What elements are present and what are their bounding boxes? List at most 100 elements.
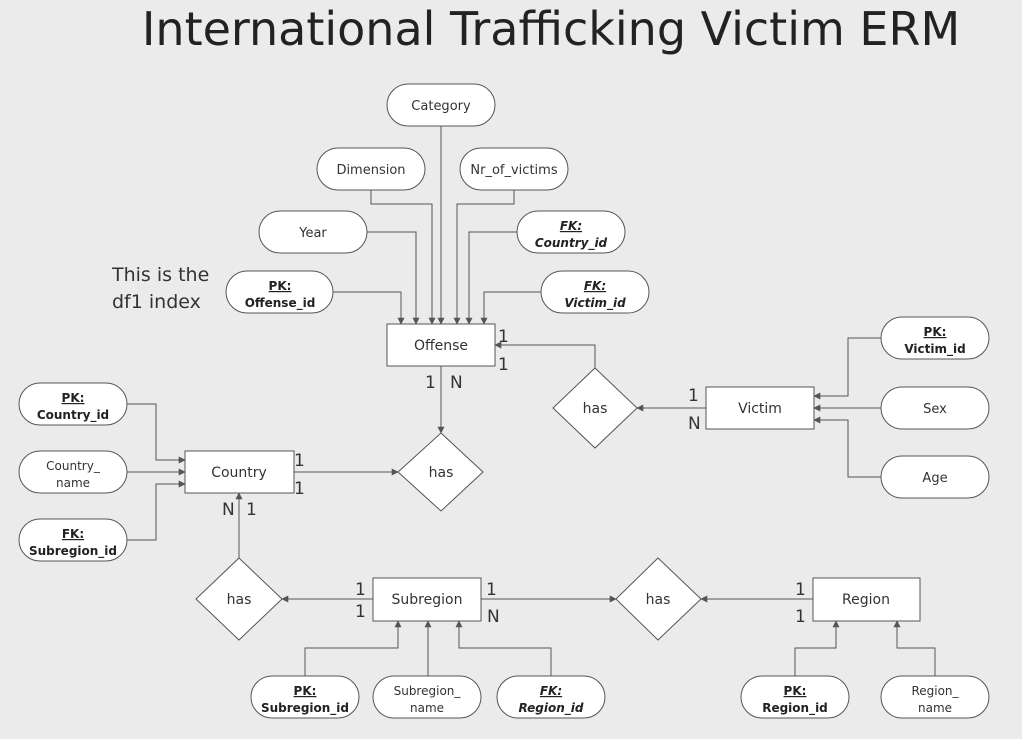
edge-year-offense [367, 231, 420, 325]
entity-victim-label: Victim [738, 401, 782, 417]
cardinalities: 1 1 1 N 1 N 1 1 N 1 1 1 1 N 1 1 [222, 327, 806, 627]
attr-country-pk-key: PK: [62, 391, 85, 405]
entity-region-label: Region [842, 592, 890, 608]
attr-nr-of-victims[interactable]: Nr_of_victims [459, 147, 569, 191]
attr-offense-pk-key: PK: [269, 279, 292, 293]
card-country-bottom-right: 1 [246, 500, 257, 520]
edge-nrvictims-offense [453, 190, 515, 325]
attr-year[interactable]: Year [258, 210, 368, 254]
edge-fksubregion-country [127, 480, 186, 541]
attr-country-name[interactable]: Country_ name [18, 450, 128, 494]
attr-region-pk[interactable]: PK: Region_id [740, 675, 850, 719]
edges [127, 126, 936, 676]
attr-region-name[interactable]: Region_ name [880, 675, 990, 719]
attr-country-name-line-2: name [56, 476, 90, 490]
edge-fkvictim-offense [480, 291, 541, 325]
attr-offense-fk-country-key: FK: [560, 219, 582, 233]
card-region-left-bottom: 1 [795, 607, 806, 627]
attr-country-fk-subregion[interactable]: FK: Subregion_id [18, 518, 128, 562]
card-country-right-bottom: 1 [294, 479, 305, 499]
card-victim-bottom: N [688, 414, 701, 434]
edge-regionname-region [893, 620, 936, 676]
entity-country-label: Country [211, 465, 267, 481]
attr-region-pk-name: Region_id [762, 701, 828, 716]
attr-age[interactable]: Age [880, 455, 990, 499]
edge-subregionpk-subregion [304, 620, 402, 676]
attr-subregion-pk-key: PK: [294, 684, 317, 698]
attr-region-name-line-1: Region_ [911, 684, 959, 698]
card-offense-right-bottom: 1 [498, 355, 509, 375]
entity-subregion[interactable]: Subregion [372, 577, 482, 622]
index-note-line-2: df1 index [112, 291, 201, 313]
entity-subregion-label: Subregion [392, 592, 463, 608]
card-country-right-top: 1 [294, 451, 305, 471]
attr-offense-fk-victim-name: Victim_id [564, 296, 626, 311]
attr-year-label: Year [298, 226, 327, 241]
attr-nr-of-victims-label: Nr_of_victims [470, 163, 557, 178]
attr-victim-pk-key: PK: [924, 325, 947, 339]
relation-subregion-country-label: has [227, 592, 252, 608]
attr-offense-pk-name: Offense_id [245, 296, 316, 311]
relation-subregion-country[interactable]: has [195, 557, 283, 641]
relation-region-subregion[interactable]: has [615, 557, 702, 641]
edge-dimension-offense [370, 190, 436, 325]
relation-country-offense[interactable]: has [397, 432, 484, 512]
relation-region-subregion-label: has [646, 592, 671, 608]
card-country-bottom-left: N [222, 500, 235, 520]
edge-fkcountry-offense [465, 231, 517, 325]
relation-offense-victim[interactable]: has [552, 367, 638, 449]
attr-offense-fk-country-name: Country_id [535, 236, 608, 251]
attr-subregion-name-line-1: Subregion_ [394, 684, 462, 698]
edge-offensepk-offense [333, 291, 405, 325]
attr-subregion-name-line-2: name [410, 701, 444, 715]
attr-dimension-label: Dimension [336, 163, 405, 178]
attr-region-pk-key: PK: [784, 684, 807, 698]
attr-country-pk-name: Country_id [37, 408, 109, 423]
index-note-line-1: This is the [111, 264, 209, 286]
relation-offense-victim-label: has [583, 401, 608, 417]
card-subregion-left-bottom: 1 [355, 602, 366, 622]
card-offense-bottom-right: N [450, 373, 463, 393]
diagram-title: International Trafficking Victim ERM [142, 2, 960, 56]
relation-country-offense-label: has [429, 465, 454, 481]
card-subregion-right-bottom: N [487, 607, 500, 627]
entity-offense-label: Offense [414, 338, 468, 354]
entity-region[interactable]: Region [812, 577, 921, 622]
entity-victim[interactable]: Victim [705, 386, 815, 430]
card-subregion-right-top: 1 [486, 580, 497, 600]
edge-age-victim [813, 416, 881, 478]
entity-country[interactable]: Country [184, 450, 295, 494]
entity-offense[interactable]: Offense [386, 323, 496, 367]
edge-regionpk-region [794, 620, 840, 676]
attr-sex-label: Sex [923, 402, 947, 417]
edge-has-offense [494, 341, 596, 368]
edge-fkregion-subregion [455, 620, 552, 676]
attr-category-label: Category [411, 99, 471, 114]
attr-subregion-fk-region[interactable]: FK: Region_id [496, 675, 606, 719]
edge-countrypk-country [127, 403, 186, 464]
attr-subregion-name[interactable]: Subregion_ name [372, 675, 482, 719]
card-subregion-left-top: 1 [355, 580, 366, 600]
attr-subregion-pk[interactable]: PK: Subregion_id [250, 675, 360, 719]
attr-subregion-fk-region-name: Region_id [519, 701, 584, 716]
attr-subregion-fk-region-key: FK: [540, 684, 562, 698]
attr-victim-pk[interactable]: PK: Victim_id [880, 316, 990, 360]
attr-victim-pk-name: Victim_id [904, 342, 965, 357]
card-region-left-top: 1 [795, 580, 806, 600]
attr-category[interactable]: Category [386, 83, 496, 127]
attr-age-label: Age [922, 471, 947, 486]
attr-country-fk-subregion-name: Subregion_id [29, 544, 117, 559]
attr-offense-fk-victim[interactable]: FK: Victim_id [540, 270, 650, 314]
attr-offense-pk[interactable]: PK: Offense_id [225, 270, 334, 314]
edge-victimpk-victim [813, 337, 881, 400]
card-offense-bottom-left: 1 [425, 373, 436, 393]
attr-dimension[interactable]: Dimension [316, 147, 426, 191]
attr-subregion-pk-name: Subregion_id [261, 701, 349, 716]
attr-country-fk-subregion-key: FK: [62, 527, 84, 541]
card-victim-top: 1 [688, 386, 699, 406]
attr-sex[interactable]: Sex [880, 386, 990, 430]
attr-country-pk[interactable]: PK: Country_id [18, 382, 128, 426]
attr-offense-fk-country[interactable]: FK: Country_id [516, 210, 626, 254]
attr-country-name-line-1: Country_ [46, 459, 101, 473]
